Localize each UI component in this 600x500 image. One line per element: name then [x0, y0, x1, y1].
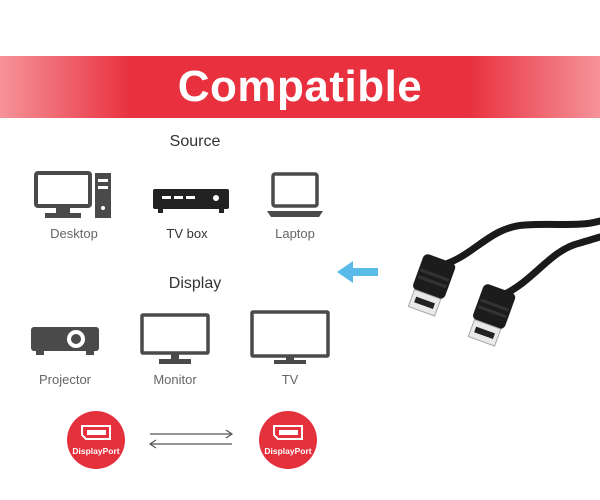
monitor-icon — [140, 313, 210, 364]
displayport-badge-right: DisplayPort — [259, 411, 317, 469]
desktop-label: Desktop — [50, 226, 98, 241]
displayport-port-icon — [81, 425, 111, 440]
monitor-label: Monitor — [153, 372, 197, 387]
projector-icon — [31, 327, 99, 355]
displayport-port-icon — [273, 425, 303, 440]
bidirectional-arrow-icon — [148, 429, 234, 449]
tv-label: TV — [281, 372, 299, 387]
displayport-label-right: DisplayPort — [264, 446, 312, 456]
left-arrow-icon — [337, 261, 378, 283]
displayport-label-left: DisplayPort — [72, 446, 120, 456]
tv-box-label: TV box — [166, 226, 208, 241]
laptop-icon — [267, 172, 323, 217]
displayport-badge-left: DisplayPort — [67, 411, 125, 469]
desktop-icon — [34, 171, 111, 218]
source-title: Source — [169, 133, 221, 150]
laptop-label: Laptop — [275, 226, 315, 241]
display-title: Display — [168, 275, 222, 292]
displayport-cable-icon — [407, 217, 600, 347]
tv-box-icon — [153, 189, 229, 213]
projector-label: Projector — [38, 372, 92, 387]
banner-title: Compatible — [177, 62, 423, 111]
tv-icon — [250, 310, 330, 364]
compatible-banner: Compatible — [0, 56, 600, 118]
